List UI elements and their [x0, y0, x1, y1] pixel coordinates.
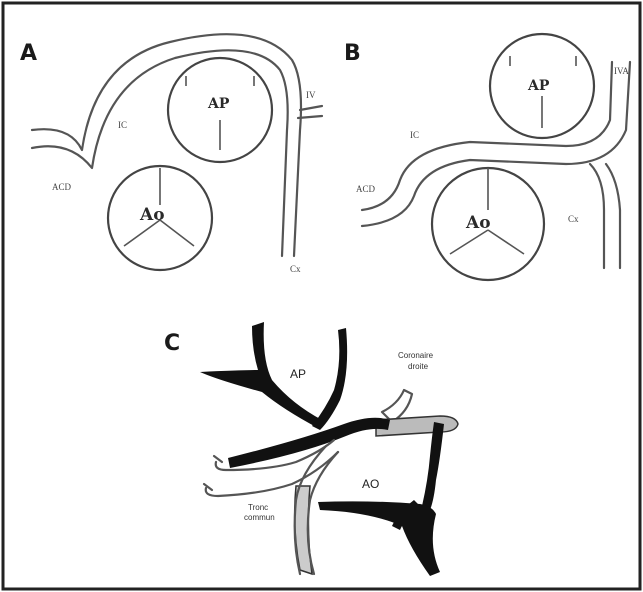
panel-a-ic-label: IC [118, 120, 127, 130]
panel-c-tronc-line1: Tronc [248, 503, 268, 512]
panel-b-ap-label: AP [527, 78, 550, 94]
panel-c-main-arc [228, 418, 390, 468]
panel-c-ao-wall-right [422, 422, 444, 510]
panel-c-ap-wall-right [312, 328, 347, 430]
panel-c: C AP Coronaire droite Tronc commun AO [164, 322, 458, 576]
panel-b-cx-label: Cx [568, 214, 579, 224]
panel-c-letter: C [164, 331, 180, 356]
panel-c-right-coronary [382, 390, 412, 422]
panel-c-ap-label: AP [290, 367, 306, 381]
panel-c-ao-label: AO [362, 477, 379, 491]
panel-a-ao-label: Ao [139, 205, 165, 225]
panel-a-cx-label: Cx [290, 264, 301, 274]
panel-c-tronc-line2: commun [244, 513, 275, 522]
panel-b-ic-label: IC [410, 130, 419, 140]
panel-c-coronaire-line2: droite [408, 362, 429, 371]
panel-a-acd-label: ACD [52, 182, 72, 192]
panel-b-iva-label: IVA [614, 66, 629, 76]
panel-b-acd-label: ACD [356, 184, 376, 194]
panel-a: A AP Ao IC ACD IV Cx [20, 34, 322, 274]
panel-a-ap-label: AP [207, 96, 230, 112]
panel-b: B AP Ao IC ACD IVA Cx [344, 34, 630, 280]
panel-b-cx-branch [590, 164, 620, 268]
panel-c-ao-commissure [318, 501, 440, 576]
panel-a-letter: A [20, 41, 37, 66]
panel-c-coronaire-line1: Coronaire [398, 351, 434, 360]
panel-a-iv-label: IV [306, 90, 316, 100]
panel-c-branch-stubs [204, 456, 222, 490]
panel-b-letter: B [344, 41, 361, 66]
panel-b-ao-label: Ao [465, 213, 491, 233]
